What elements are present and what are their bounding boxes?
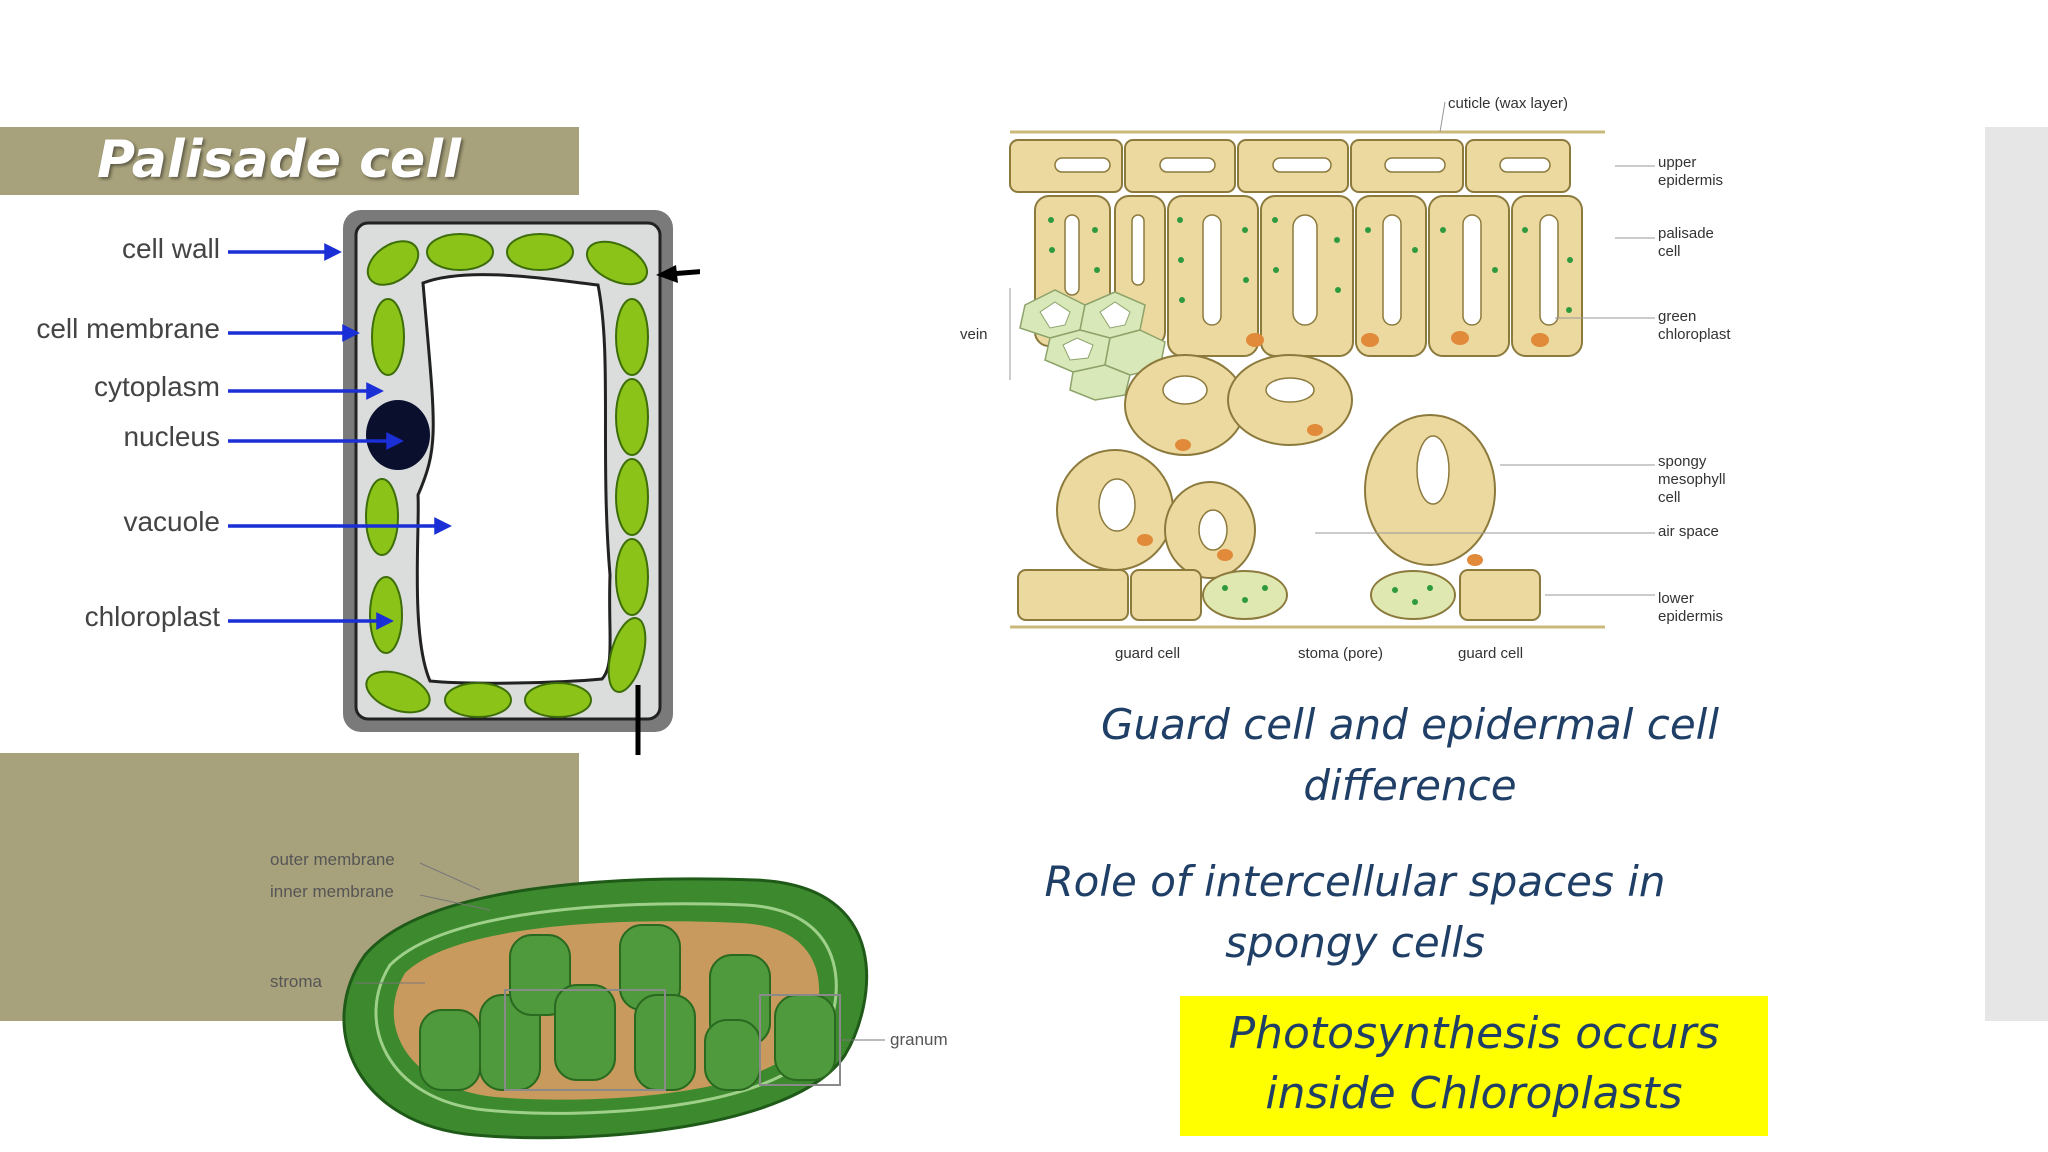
label-vein: vein — [960, 326, 988, 343]
label-spongy-1: spongy — [1658, 453, 1707, 470]
label-spongy-2: mesophyll — [1658, 471, 1726, 488]
label-green-1: green — [1658, 308, 1697, 325]
label-cell-wall: cell wall — [121, 233, 220, 264]
slide-title: Palisade cell — [97, 130, 461, 190]
label-spongy-3: cell — [1658, 489, 1681, 506]
label-cytoplasm: cytoplasm — [93, 371, 220, 402]
intercellular-note-line2: spongy cells — [1225, 918, 1485, 967]
label-chloroplast: chloroplast — [84, 601, 220, 632]
label-upper-1: upper — [1658, 154, 1697, 171]
palisade-label-layer: cell wall cell membrane cytoplasm nucleu… — [0, 195, 700, 755]
chloroplast-label-layer: outer membrane inner membrane stroma gra… — [255, 845, 975, 1145]
label-stroma: stroma — [270, 972, 322, 991]
label-cuticle: cuticle (wax layer) — [1448, 95, 1569, 112]
label-palisade-1: palisade — [1658, 225, 1714, 242]
label-palisade-2: cell — [1658, 243, 1681, 260]
photosynthesis-note-line1: Photosynthesis occurs — [1228, 1008, 1720, 1059]
label-cell-membrane: cell membrane — [36, 313, 220, 344]
label-granum: granum — [890, 1030, 948, 1049]
chloroplasts-group — [365, 233, 649, 718]
cuticle-leader — [1439, 101, 1446, 133]
leaf-cross-section — [1009, 101, 1655, 629]
label-air-space: air space — [1658, 523, 1719, 540]
leaf-label-layer: cuticle (wax layer) upper epidermis pali… — [955, 90, 1775, 680]
label-green-2: chloroplast — [1658, 326, 1731, 343]
label-arrows — [228, 243, 452, 630]
label-nucleus: nucleus — [123, 421, 220, 452]
label-lower-2: epidermis — [1658, 608, 1724, 625]
photosynthesis-highlight — [1180, 996, 1768, 1136]
guard-cells — [1202, 570, 1456, 620]
vacuole-shape — [415, 273, 612, 685]
lower-epidermis-cells — [1017, 569, 1541, 621]
title-band — [0, 127, 579, 195]
photosynthesis-note-line2: inside Chloroplasts — [1265, 1068, 1683, 1119]
intercellular-note: Role of intercellular spaces in spongy c… — [1005, 851, 1705, 973]
guard-cell-note: Guard cell and epidermal cell difference — [1060, 694, 1760, 816]
palisade-cell-diagram — [228, 210, 700, 755]
photosynthesis-note: Photosynthesis occurs inside Chloroplast… — [1180, 1004, 1768, 1124]
label-outer-membrane: outer membrane — [270, 850, 395, 869]
label-guard-cell-left: guard cell — [1115, 645, 1181, 662]
chloroplast-diagram — [342, 862, 885, 1140]
label-guard-cell-right: guard cell — [1458, 645, 1524, 662]
side-strip — [1985, 127, 2048, 1021]
guard-cell-note-line2: difference — [1303, 761, 1517, 810]
label-inner-membrane: inner membrane — [270, 882, 394, 901]
chloroplast-pointer-arrow — [635, 685, 641, 755]
label-upper-2: epidermis — [1658, 172, 1724, 189]
leaf-pointer-head — [656, 265, 678, 283]
guard-cell-note-line1: Guard cell and epidermal cell — [1100, 700, 1720, 749]
label-stoma: stoma (pore) — [1298, 645, 1384, 662]
label-lower-1: lower — [1658, 590, 1694, 607]
intercellular-note-line1: Role of intercellular spaces in — [1044, 857, 1666, 906]
label-vacuole: vacuole — [123, 506, 220, 537]
nucleus-shape — [366, 400, 430, 470]
